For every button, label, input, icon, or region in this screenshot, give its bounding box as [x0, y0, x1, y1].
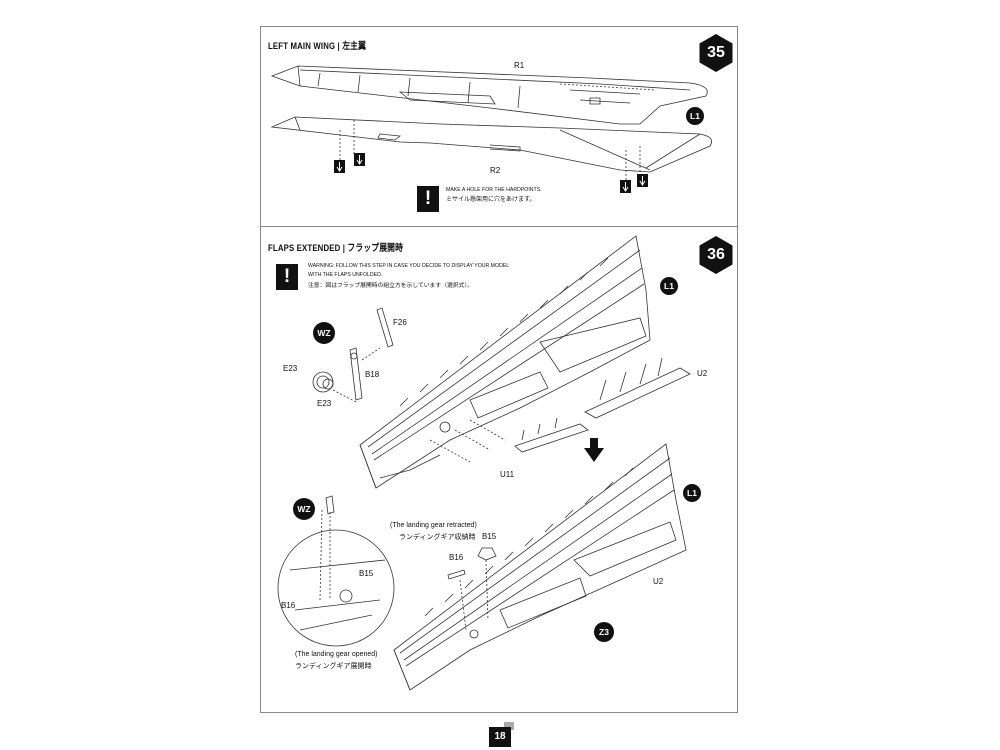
part-u2-label-top: U2 — [697, 369, 708, 378]
step-36-warning-line3: 注意：図はフラップ展開時の組立方を示しています（選択式）。 — [308, 283, 474, 289]
hexagon-icon — [699, 236, 733, 274]
warning-icon: ! — [276, 264, 298, 290]
retracted-label-en: (The landing gear retracted) — [390, 522, 477, 529]
part-e23-label-bottom: E23 — [317, 399, 332, 408]
opened-label-jp: ランディングギア展開時 — [295, 663, 372, 670]
hexagon-icon — [699, 34, 733, 72]
warning-icon: ! — [417, 186, 439, 212]
part-b18-label: B18 — [365, 370, 380, 379]
step-35-note-jp: ミサイル懸架用に穴をあけます。 — [446, 197, 536, 203]
part-f26-label: F26 — [393, 318, 407, 327]
hole-arrow-icons — [334, 153, 648, 193]
part-wz-badge-top: WZ — [313, 322, 335, 344]
part-e23-label-top: E23 — [283, 364, 298, 373]
page-frame — [260, 26, 738, 713]
part-l1-badge-top: L1 — [660, 277, 678, 295]
part-l1-badge-bottom: L1 — [683, 484, 701, 502]
step-36-badge: 36 — [696, 235, 736, 275]
part-l1-badge: L1 — [686, 107, 704, 125]
part-b16-label-left: B16 — [281, 601, 296, 610]
step-35-note-en: MAKE A HOLE FOR THE HARDPOINTS. — [446, 187, 542, 193]
step-35-number: 35 — [707, 44, 725, 61]
page-number-tab — [504, 722, 514, 730]
part-wz-badge-bottom: WZ — [293, 498, 315, 520]
retracted-label-jp: ランディングギア収納時 — [399, 534, 476, 541]
step-35-badge: 35 — [696, 33, 736, 73]
step-36-number: 36 — [707, 246, 725, 263]
step-36-title: FLAPS EXTENDED | フラップ展開時 — [268, 243, 404, 254]
down-arrow-icon — [584, 438, 604, 462]
step-36-warning-line1: WARNING: FOLLOW THIS STEP IN CASE YOU DE… — [308, 263, 510, 269]
section-divider — [260, 226, 738, 227]
part-u2-label-bottom: U2 — [653, 577, 664, 586]
part-r2-label: R2 — [490, 166, 501, 175]
page-number: 18 — [489, 727, 511, 747]
step-35-title: LEFT MAIN WING | 左主翼 — [268, 41, 367, 52]
part-r1-label: R1 — [514, 61, 525, 70]
part-z3-badge: Z3 — [594, 622, 614, 642]
part-u11-label: U11 — [500, 470, 515, 479]
opened-label-en: (The landing gear opened) — [295, 651, 378, 658]
step-36-warning-line2: WITH THE FLAPS UNFOLDED. — [308, 272, 383, 278]
part-b15-label-left: B15 — [359, 569, 374, 578]
part-b15-label-right: B15 — [482, 532, 497, 541]
part-b16-label-right: B16 — [449, 553, 464, 562]
